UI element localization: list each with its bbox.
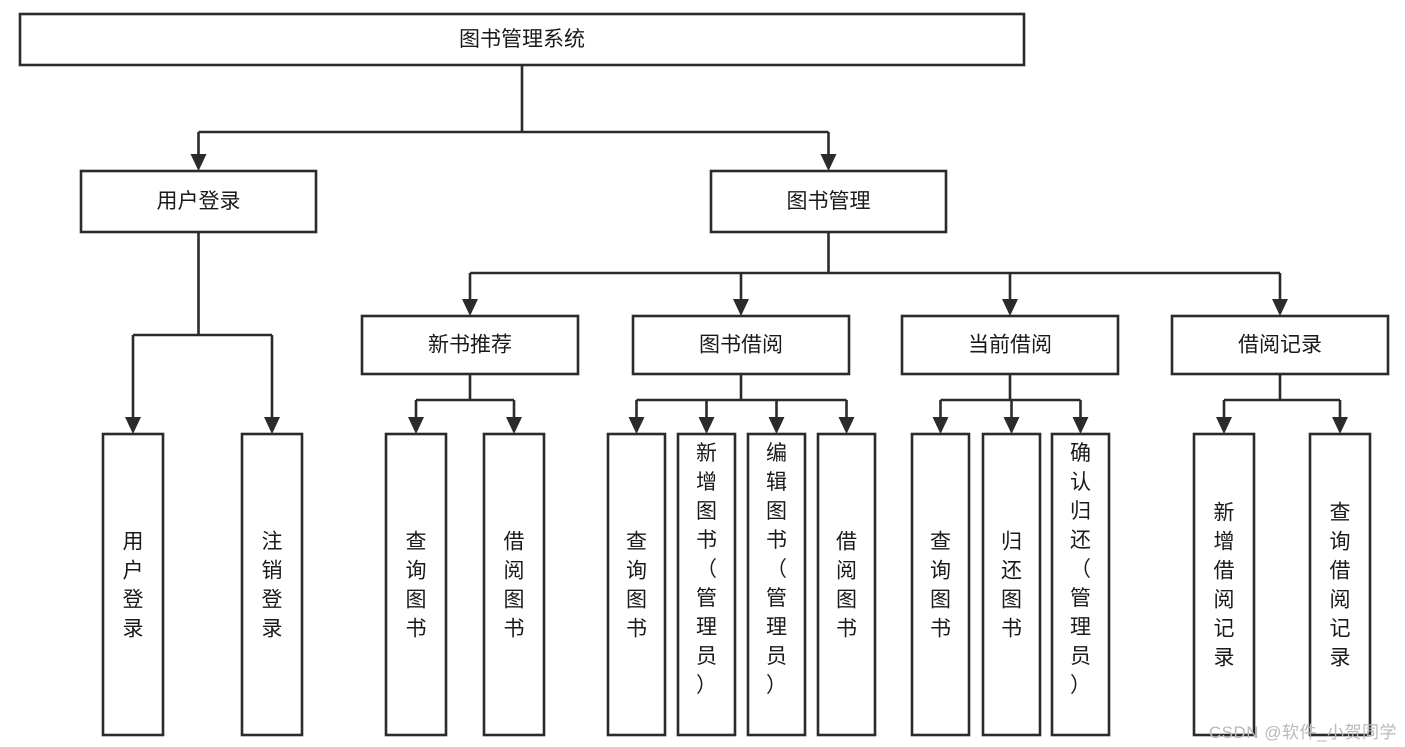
node-leaf-logout[interactable]: 注销登录 — [240, 432, 304, 737]
node-root[interactable]: 图书管理系统 — [18, 12, 1026, 67]
node-label-leaf-query-book-2: 查询图书 — [626, 531, 647, 641]
node-leaf-borrow-book-2[interactable]: 借阅图书 — [816, 432, 877, 737]
node-label-leaf-user-login: 用户登录 — [123, 531, 144, 641]
arrow-head-leaf-query-book-1 — [408, 417, 424, 434]
node-box-borrow-record[interactable] — [1170, 314, 1390, 376]
node-label-leaf-add-record: 新增借阅记录 — [1214, 502, 1235, 670]
watermark-text: CSDN @软件_小贺同学 — [1208, 723, 1397, 742]
node-label-leaf-logout: 注销登录 — [262, 531, 283, 641]
node-label-leaf-query-book-3: 查询图书 — [930, 531, 951, 641]
arrow-head-leaf-edit-book — [768, 417, 785, 434]
arrow-head-book-borrow — [733, 299, 749, 316]
arrow-head-leaf-logout — [264, 417, 280, 434]
arrow-head-leaf-borrow-book-2 — [838, 417, 855, 434]
node-box-leaf-edit-book[interactable] — [746, 432, 807, 737]
node-leaf-user-login[interactable]: 用户登录 — [101, 432, 165, 737]
node-box-leaf-confirm-return[interactable] — [1050, 432, 1111, 737]
node-box-leaf-borrow-book-2[interactable] — [816, 432, 877, 737]
node-label-leaf-add-book: 新增图书（管理员） — [696, 442, 717, 697]
node-label-current-borrow: 当前借阅 — [968, 334, 1052, 357]
node-box-leaf-return-book[interactable] — [981, 432, 1042, 737]
arrow-head-borrow-record — [1272, 299, 1288, 316]
arrow-head-leaf-user-login — [125, 417, 141, 434]
node-box-leaf-query-book-3[interactable] — [910, 432, 971, 737]
arrow-head-leaf-add-record — [1216, 417, 1232, 434]
node-box-book-borrow[interactable] — [631, 314, 851, 376]
node-leaf-confirm-return[interactable]: 确认归还（管理员） — [1050, 432, 1111, 737]
node-box-leaf-user-login[interactable] — [101, 432, 165, 737]
arrow-head-leaf-query-record — [1332, 417, 1348, 434]
node-label-borrow-record: 借阅记录 — [1238, 334, 1322, 357]
node-label-new-book-rec: 新书推荐 — [428, 334, 512, 357]
arrow-head-leaf-borrow-book-1 — [506, 417, 522, 434]
edges-layer — [125, 65, 1348, 434]
node-leaf-return-book[interactable]: 归还图书 — [981, 432, 1042, 737]
node-label-leaf-query-record: 查询借阅记录 — [1330, 502, 1351, 670]
node-label-root: 图书管理系统 — [459, 28, 585, 51]
arrow-head-leaf-query-book-2 — [628, 417, 645, 434]
node-leaf-add-record[interactable]: 新增借阅记录 — [1192, 432, 1256, 737]
node-label-leaf-borrow-book-1: 借阅图书 — [504, 531, 525, 641]
node-box-book-manage[interactable] — [709, 169, 948, 234]
arrow-head-new-book-rec — [462, 299, 478, 316]
arrow-head-leaf-query-book-3 — [932, 417, 949, 434]
node-leaf-add-book[interactable]: 新增图书（管理员） — [676, 432, 737, 737]
arrow-head-leaf-add-book — [698, 417, 715, 434]
node-label-leaf-borrow-book-2: 借阅图书 — [836, 531, 857, 641]
node-box-current-borrow[interactable] — [900, 314, 1120, 376]
arrow-head-leaf-confirm-return — [1072, 417, 1089, 434]
node-label-user-login: 用户登录 — [157, 190, 241, 213]
node-book-borrow[interactable]: 图书借阅 — [631, 314, 851, 376]
nodes-layer: 图书管理系统用户登录图书管理新书推荐图书借阅当前借阅借阅记录用户登录注销登录查询… — [18, 12, 1390, 737]
node-leaf-query-book-2[interactable]: 查询图书 — [606, 432, 667, 737]
node-user-login[interactable]: 用户登录 — [79, 169, 318, 234]
node-label-book-manage: 图书管理 — [787, 190, 871, 213]
node-label-leaf-edit-book: 编辑图书（管理员） — [766, 442, 787, 697]
node-box-root[interactable] — [18, 12, 1026, 67]
node-leaf-query-book-3[interactable]: 查询图书 — [910, 432, 971, 737]
node-leaf-query-record[interactable]: 查询借阅记录 — [1308, 432, 1372, 737]
node-book-manage[interactable]: 图书管理 — [709, 169, 948, 234]
arrow-head-leaf-return-book — [1003, 417, 1020, 434]
node-box-leaf-query-record[interactable] — [1308, 432, 1372, 737]
node-box-leaf-add-book[interactable] — [676, 432, 737, 737]
arrow-head-current-borrow — [1002, 299, 1018, 316]
node-leaf-query-book-1[interactable]: 查询图书 — [384, 432, 448, 737]
node-borrow-record[interactable]: 借阅记录 — [1170, 314, 1390, 376]
arrow-head-book-manage — [820, 154, 837, 171]
node-label-leaf-return-book: 归还图书 — [1001, 531, 1022, 641]
node-box-user-login[interactable] — [79, 169, 318, 234]
node-leaf-edit-book[interactable]: 编辑图书（管理员） — [746, 432, 807, 737]
node-box-new-book-rec[interactable] — [360, 314, 580, 376]
node-leaf-borrow-book-1[interactable]: 借阅图书 — [482, 432, 546, 737]
node-box-leaf-query-book-1[interactable] — [384, 432, 448, 737]
node-box-leaf-query-book-2[interactable] — [606, 432, 667, 737]
arrow-head-user-login — [190, 154, 207, 171]
node-box-leaf-borrow-book-1[interactable] — [482, 432, 546, 737]
node-new-book-rec[interactable]: 新书推荐 — [360, 314, 580, 376]
node-label-leaf-query-book-1: 查询图书 — [406, 531, 427, 641]
node-current-borrow[interactable]: 当前借阅 — [900, 314, 1120, 376]
node-box-leaf-logout[interactable] — [240, 432, 304, 737]
node-label-book-borrow: 图书借阅 — [699, 334, 783, 357]
node-box-leaf-add-record[interactable] — [1192, 432, 1256, 737]
node-label-leaf-confirm-return: 确认归还（管理员） — [1070, 442, 1091, 697]
